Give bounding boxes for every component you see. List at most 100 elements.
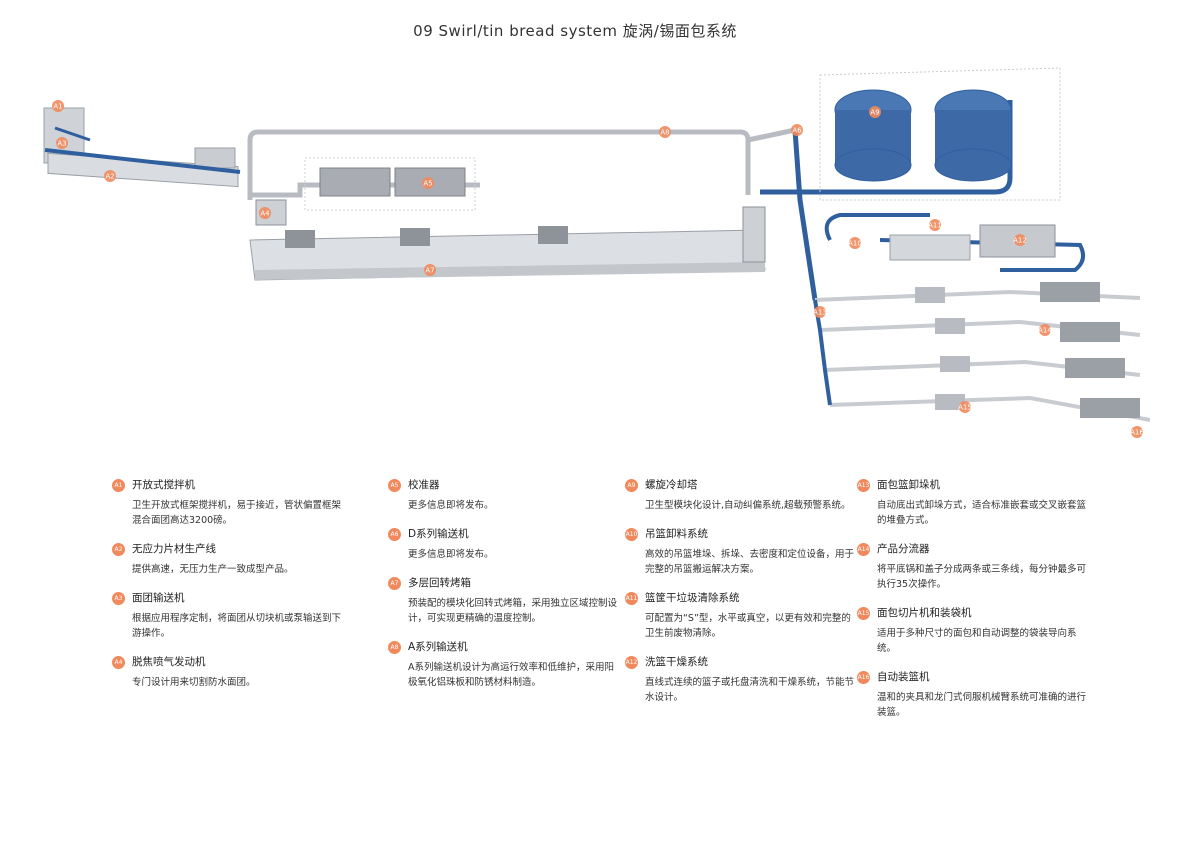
marker-badge: A12 [625,656,638,669]
page-title: 09 Swirl/tin bread system 旋涡/锡面包系统 [413,22,737,40]
legend-column-1: A1 开放式搅拌机卫生开放式框架搅拌机，易于接近，管状偏置框架混合面团高达3200… [112,478,342,704]
diagram-marker-label: A14 [1038,327,1052,335]
diagram-marker-label: A13 [813,309,827,317]
equipment-description: 可配置为“S”型，水平或真空，以更有效和完整的卫生前废物清除。 [645,613,851,639]
basket-conveyor-loop [824,213,1086,272]
diagram-marker-a5: A5 [422,177,434,189]
diagram-marker-a6: A6 [791,124,803,136]
diagram-marker-label: A4 [260,210,270,218]
marker-badge: A11 [625,592,638,605]
equipment-name: A系列输送机 [408,641,468,653]
diagram-marker-a8: A8 [659,126,671,138]
legend-item-a13: A13 面包篮卸垛机自动底出式卸垛方式，适合标准嵌套或交叉嵌套篮的堆叠方式。 [857,478,1087,528]
legend-item-a4: A4 脱焦喷气发动机专门设计用来切割防水面团。 [112,655,342,690]
diagram-marker-label: A15 [958,404,972,412]
legend-column-4: A13 面包篮卸垛机自动底出式卸垛方式，适合标准嵌套或交叉嵌套篮的堆叠方式。 A14… [857,478,1087,734]
equipment-description: 卫生型模块化设计,自动纠偏系统,超载预警系统。 [645,500,851,511]
equipment-name: 吊篮卸料系统 [645,528,708,540]
legend-item-a14: A14 产品分流器将平底锅和盖子分成两条或三条线，每分钟最多可执行35次操作。 [857,542,1087,592]
diagram-marker-a16: A16 [1130,426,1144,438]
diagram-marker-a4: A4 [259,207,271,219]
diagram-marker-a10: A10 [848,237,862,249]
equipment-name: 面包切片机和装袋机 [877,607,972,619]
diagram-marker-label: A9 [870,109,879,117]
marker-badge: A9 [625,479,638,492]
equipment-name: 脱焦喷气发动机 [132,656,206,668]
legend-item-a5: A5 校准器更多信息即将发布。 [388,478,618,513]
equipment-name: 多层回转烤箱 [408,577,471,589]
equipment-description: 提供高速，无压力生产一致成型产品。 [132,564,294,575]
diagram-marker-label: A10 [848,240,862,248]
legend-item-a11: A11 篮筐干垃圾清除系统可配置为“S”型，水平或真空，以更有效和完整的卫生前废物… [625,591,855,641]
equipment-name: 螺旋冷却塔 [645,479,698,491]
equipment-description: 适用于多种尺寸的面包和自动调整的袋装导向系统。 [877,628,1077,654]
marker-badge: A16 [857,671,870,684]
calibrator-unit [319,167,391,197]
equipment-description: 专门设计用来切割防水面团。 [132,677,256,688]
marker-badge: A3 [112,592,125,605]
equipment-name: 篮筐干垃圾清除系统 [645,592,740,604]
diagram-marker-a14: A14 [1038,324,1052,336]
equipment-name: 校准器 [408,479,440,491]
marker-badge: A13 [857,479,870,492]
spiral-feed-conveyor [760,100,1013,301]
calibrator-frame [304,157,476,211]
diagram-marker-a2: A2 [104,170,116,182]
marker-badge: A8 [388,641,401,654]
diagram-marker-a12: A12 [1013,234,1027,246]
legend-item-a1: A1 开放式搅拌机卫生开放式框架搅拌机，易于接近，管状偏置框架混合面团高达3200… [112,478,342,528]
equipment-name: 面包篮卸垛机 [877,479,940,491]
equipment-description: 温和的夹具和龙门式伺服机械臂系统可准确的进行装篮。 [877,692,1087,718]
equipment-description: 根据应用程序定制，将面团从切块机或泵输送到下游操作。 [132,613,342,639]
marker-badge: A14 [857,543,870,556]
diagram-marker-a13: A13 [813,306,827,318]
legend-item-a12: A12 洗篮干燥系统直线式连续的篮子或托盘清洗和干燥系统，节能节水设计。 [625,655,855,705]
equipment-description: 自动底出式卸垛方式，适合标准嵌套或交叉嵌套篮的堆叠方式。 [877,500,1087,526]
equipment-name: 洗篮干燥系统 [645,656,708,668]
marker-badge: A6 [388,528,401,541]
equipment-description: 预装配的模块化回转式烤箱，采用独立区域控制设计，可实现更精确的温度控制。 [408,598,618,624]
equipment-description: 更多信息即将发布。 [408,500,494,511]
legend-item-a15: A15 面包切片机和装袋机适用于多种尺寸的面包和自动调整的袋装导向系统。 [857,606,1087,656]
marker-badge: A15 [857,607,870,620]
diagram-marker-label: A3 [57,140,66,148]
diagram-marker-a1: A1 [52,100,64,112]
diagram-marker-label: A7 [425,267,434,275]
legend-item-a2: A2 无应力片材生产线提供高速，无压力生产一致成型产品。 [112,542,342,577]
legend-item-a16: A16 自动装篮机温和的夹具和龙门式伺服机械臂系统可准确的进行装篮。 [857,670,1087,720]
diagram-marker-label: A1 [53,103,62,111]
diagram-marker-a7: A7 [424,264,436,276]
equipment-name: 开放式搅拌机 [132,479,195,491]
equipment-description: 卫生开放式框架搅拌机，易于接近，管状偏置框架混合面团高达3200磅。 [132,500,342,526]
equipment-name: 无应力片材生产线 [132,543,216,555]
mixer-sheeting-line [43,107,241,188]
diagram-marker-label: A11 [928,222,942,230]
slicer-bagger-lines [813,282,1151,422]
diagram-marker-label: A6 [792,127,802,135]
equipment-description: 直线式连续的篮子或托盘清洗和干燥系统，节能节水设计。 [645,677,855,703]
diagram-marker-label: A8 [660,129,669,137]
marker-badge: A4 [112,656,125,669]
equipment-name: 面团输送机 [132,592,185,604]
diagram-marker-a11: A11 [928,219,942,231]
equipment-description: 将平底锅和盖子分成两条或三条线，每分钟最多可执行35次操作。 [877,564,1087,590]
diagram-marker-a3: A3 [56,137,68,149]
rotary-oven [249,206,766,281]
marker-badge: A5 [388,479,401,492]
equipment-name: 产品分流器 [877,543,930,555]
diagram-marker-a9: A9 [869,106,881,118]
spiral-cooling-towers [819,67,1061,201]
marker-badge: A2 [112,543,125,556]
diagram-marker-label: A12 [1013,237,1027,245]
diagram-marker-label: A16 [1130,429,1144,437]
marker-badge: A10 [625,528,638,541]
equipment-name: 自动装篮机 [877,671,930,683]
marker-badge: A1 [112,479,125,492]
